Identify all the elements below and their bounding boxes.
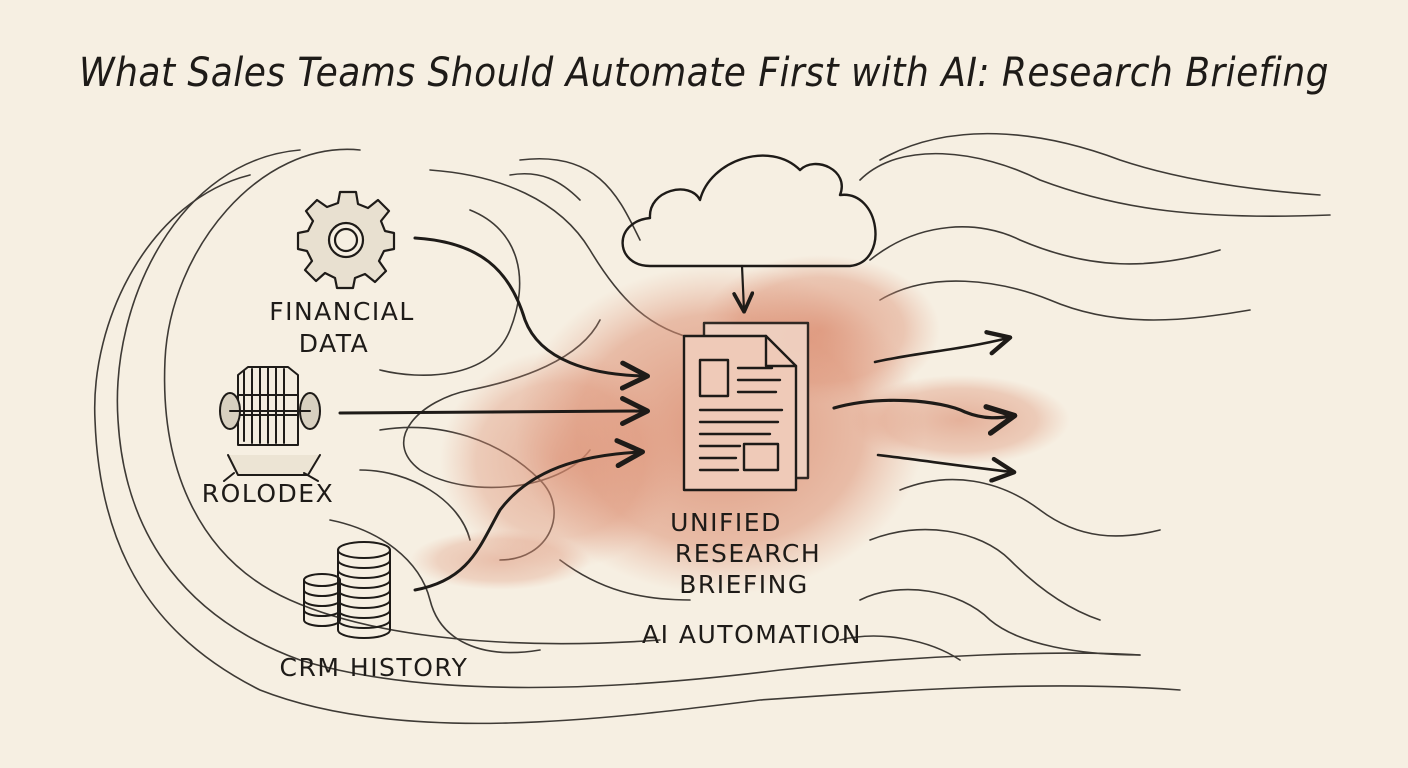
output-arrow-top — [873, 330, 1013, 364]
output-arrow-bottom — [876, 453, 1017, 483]
diagram-title: What Sales Teams Should Automate First w… — [79, 50, 1329, 96]
coin-stack-icon — [303, 541, 391, 639]
document-icon — [682, 321, 810, 492]
arrow-crm-to-hub — [413, 438, 645, 592]
arrow-rolodex-to-hub — [338, 396, 650, 427]
hub-label-line2: RESEARCH — [675, 539, 821, 568]
source-label-financial-line2: DATA — [299, 329, 369, 358]
hub-label-line3: BRIEFING — [679, 570, 809, 599]
gear-icon — [296, 190, 396, 290]
rolodex-icon — [219, 366, 321, 482]
source-label-financial-line1: FINANCIAL — [269, 297, 415, 326]
source-label-crm-history: CRM HISTORY — [280, 653, 469, 682]
hub-caption: AI AUTOMATION — [642, 620, 862, 649]
source-arrows — [338, 236, 650, 592]
arrow-financial-to-hub — [413, 236, 650, 391]
source-label-rolodex: ROLODEX — [202, 479, 334, 508]
cloud-to-hub-arrow — [732, 264, 755, 314]
output-arrows — [832, 330, 1018, 483]
cloud-icon — [621, 154, 877, 268]
output-arrow-middle — [832, 398, 1018, 436]
hub-label-line1: UNIFIED — [670, 508, 782, 537]
background-contour-lines — [93, 132, 1331, 725]
